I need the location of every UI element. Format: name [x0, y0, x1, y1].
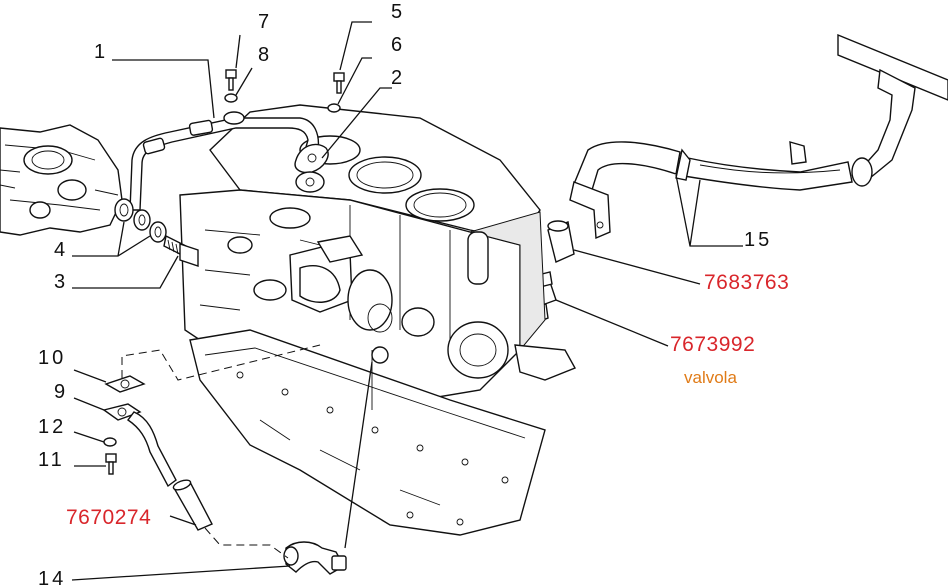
- dipstick-line: [344, 361, 373, 549]
- coolant-pipe-assembly: [569, 33, 948, 240]
- lower-hose-part-7670274: [172, 479, 213, 531]
- washer-part-6: [327, 103, 341, 113]
- callout-14: 14: [38, 568, 66, 588]
- assembly-dashed-line: [204, 527, 289, 559]
- cylinder-head-fragment: [0, 124, 123, 236]
- washers-part-4: [114, 198, 167, 243]
- callout-7: 7: [258, 11, 272, 33]
- part-number-hose: 7683763: [704, 271, 789, 294]
- callout-9: 9: [54, 381, 68, 403]
- callout-11: 11: [38, 449, 65, 471]
- callout-6: 6: [391, 34, 405, 56]
- callout-3: 3: [54, 271, 68, 293]
- gasket-part-10: [104, 375, 146, 393]
- washer-part-12: [103, 437, 117, 447]
- callout-8: 8: [258, 44, 272, 66]
- part-number-lower-hose: 7670274: [66, 506, 151, 529]
- callout-1: 1: [94, 41, 108, 63]
- part-number-valve: 7673992: [670, 333, 755, 356]
- callout-10: 10: [38, 347, 66, 369]
- banjo-bolt-part-3: [163, 234, 199, 267]
- callout-2: 2: [391, 67, 405, 89]
- washer-part-8: [224, 93, 238, 103]
- leader-lines: [71, 21, 743, 581]
- callout-15: 15: [744, 229, 772, 251]
- bolt-part-5: [333, 72, 345, 94]
- engine-block: [179, 104, 576, 536]
- bolt-part-11: [105, 453, 117, 475]
- callout-5: 5: [391, 1, 405, 23]
- callout-12: 12: [38, 416, 66, 438]
- return-pipe-part-9: [102, 403, 177, 488]
- callout-4: 4: [54, 239, 68, 261]
- elbow-fitting-part-14: [283, 541, 347, 575]
- bolt-part-7: [225, 69, 237, 91]
- valve-note: valvola: [684, 368, 737, 387]
- assembly-dashed-line: [121, 344, 321, 381]
- oil-feed-pipe: [129, 111, 329, 211]
- hose-part-7683763: [547, 220, 575, 263]
